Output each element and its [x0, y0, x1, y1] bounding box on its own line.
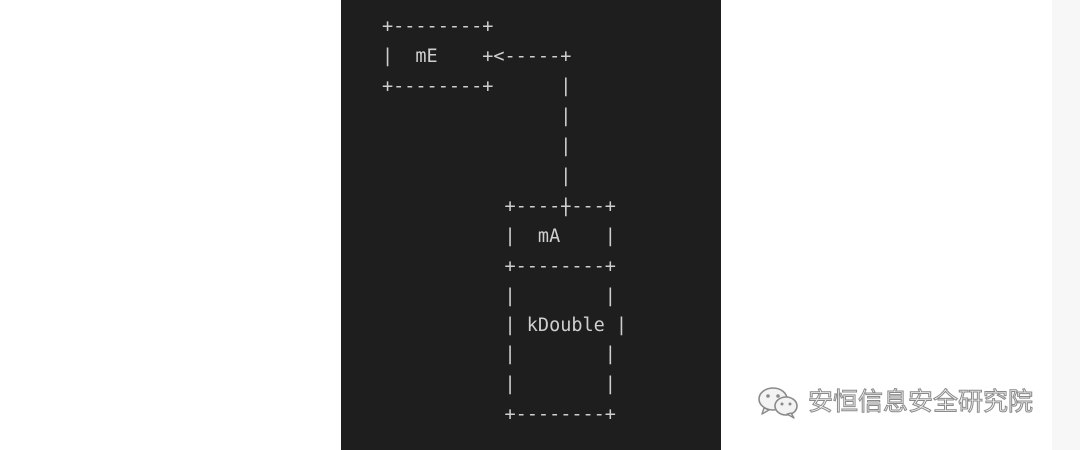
diagram-line-10: +--------+: [382, 256, 616, 277]
watermark-text: 安恒信息安全研究院: [807, 387, 1034, 417]
diagram-line-13: | |: [382, 344, 616, 365]
diagram-line-9: | mA |: [382, 226, 616, 247]
watermark: 安恒信息安全研究院: [756, 384, 1034, 420]
diagram-line-7: |: [382, 196, 572, 217]
diagram-line-11: | |: [382, 286, 616, 307]
diagram-line-5: |: [382, 136, 572, 157]
diagram-line-3: +--------+ |: [382, 76, 572, 97]
wechat-icon: [758, 387, 798, 419]
page-edge-shade: [1052, 0, 1080, 450]
terminal-code-block: +--------+ | mE +<-----+ +--------+ | | …: [341, 0, 721, 450]
diagram-line-14: | |: [382, 374, 616, 395]
diagram-line-6: |: [382, 166, 572, 187]
diagram-line-8: +----+---+: [382, 196, 616, 217]
diagram-line-12: | kDouble |: [382, 315, 628, 336]
diagram-line-4: |: [382, 106, 572, 127]
diagram-line-15: +--------+: [382, 404, 616, 425]
diagram-line-1: +--------+: [382, 16, 494, 37]
diagram-line-2: | mE +<-----+: [382, 46, 572, 67]
